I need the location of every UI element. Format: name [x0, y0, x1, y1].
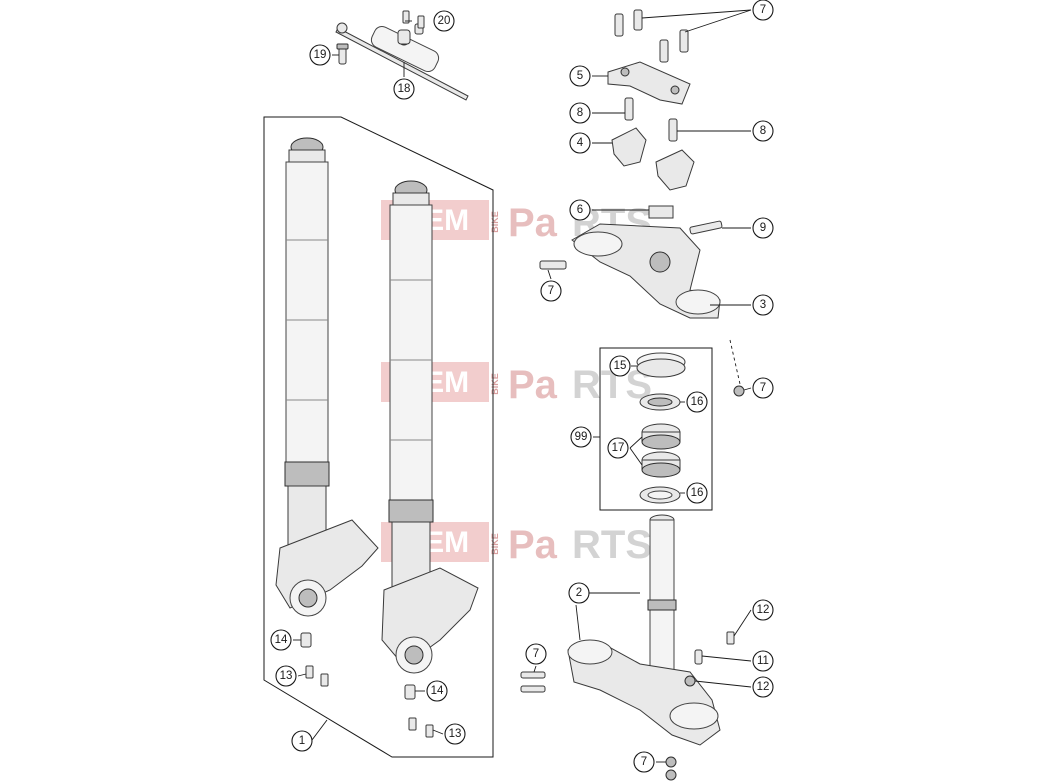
- clamp-bolts-7a: [614, 9, 689, 63]
- svg-text:5: 5: [577, 70, 583, 82]
- svg-text:7: 7: [533, 648, 539, 660]
- steering-damper: [335, 22, 469, 101]
- callout-5: 5: [569, 65, 591, 87]
- clamp-bolt-8b: [668, 118, 678, 142]
- handlebar-clamp-top-5: [607, 61, 691, 105]
- svg-text:BIKE: BIKE: [490, 211, 500, 233]
- bolt-12a: [726, 631, 735, 645]
- callout-9: 9: [752, 217, 774, 239]
- callout-7-bottom: 7: [633, 751, 655, 773]
- svg-text:15: 15: [614, 360, 627, 372]
- svg-text:17: 17: [612, 442, 625, 454]
- svg-text:12: 12: [757, 604, 770, 616]
- svg-text:99: 99: [575, 431, 588, 443]
- bearing-ring-16a: [639, 393, 681, 411]
- callout-16-lower: 16: [686, 482, 708, 504]
- callout-16-upper: 16: [686, 391, 708, 413]
- callout-12-upper: 12: [752, 599, 774, 621]
- callout-3: 3: [752, 294, 774, 316]
- svg-text:13: 13: [449, 728, 462, 740]
- svg-text:8: 8: [760, 125, 766, 137]
- svg-text:6: 6: [577, 204, 583, 216]
- svg-text:11: 11: [757, 655, 769, 667]
- svg-text:12: 12: [757, 681, 770, 693]
- svg-text:Pa: Pa: [508, 201, 558, 245]
- svg-text:Pa: Pa: [508, 523, 558, 567]
- nuts-7e: [665, 756, 677, 781]
- callout-17: 17: [607, 437, 629, 459]
- callout-19: 19: [309, 44, 331, 66]
- screws-13a: [305, 665, 329, 687]
- screws-13b: [408, 717, 434, 738]
- svg-text:7: 7: [641, 756, 647, 768]
- callout-15: 15: [609, 355, 631, 377]
- nut-12b: [684, 675, 696, 687]
- handlebar-clamp-bottom-4: [611, 127, 695, 191]
- bearing-kit-frame: [599, 347, 713, 511]
- callout-7-upper-clamp: 7: [540, 280, 562, 302]
- callout-12-lower: 12: [752, 676, 774, 698]
- svg-text:Pa: Pa: [508, 363, 558, 407]
- caliper-screw-14b: [404, 684, 416, 700]
- svg-text:16: 16: [691, 396, 704, 408]
- upper-triple-clamp-3: [571, 223, 721, 319]
- right-fork-leg: [381, 180, 479, 674]
- callout-18: 18: [393, 78, 415, 100]
- bearing-seal-15: [636, 352, 686, 378]
- svg-text:14: 14: [275, 634, 288, 646]
- left-fork-leg: [275, 137, 379, 617]
- bolt-7b: [539, 260, 567, 270]
- svg-text:16: 16: [691, 487, 704, 499]
- callout-1: 1: [291, 730, 313, 752]
- svg-text:13: 13: [280, 670, 293, 682]
- callout-13-right: 13: [444, 723, 466, 745]
- spacer-6: [648, 205, 674, 219]
- bolt-7c: [733, 385, 745, 397]
- clamp-bolt-8a: [624, 97, 634, 121]
- bearing-17a: [641, 423, 681, 450]
- callout-11: 11: [752, 650, 774, 672]
- callout-4: 4: [569, 132, 591, 154]
- svg-text:7: 7: [760, 382, 766, 394]
- svg-text:4: 4: [577, 137, 584, 149]
- svg-text:9: 9: [760, 222, 766, 234]
- callout-20: 20: [433, 10, 455, 32]
- svg-text:BIKE: BIKE: [490, 373, 500, 395]
- bolt-9: [689, 220, 723, 235]
- callout-8-left: 8: [569, 102, 591, 124]
- svg-text:2: 2: [576, 587, 582, 599]
- callout-2: 2: [568, 582, 590, 604]
- svg-text:20: 20: [438, 15, 451, 27]
- caliper-screw-14a: [300, 632, 312, 648]
- svg-text:8: 8: [577, 107, 583, 119]
- callout-14-left: 14: [270, 629, 292, 651]
- bolt-11: [694, 649, 703, 665]
- svg-text:BIKE: BIKE: [490, 533, 500, 555]
- lower-triple-clamp-steering-stem-2: [567, 514, 721, 746]
- svg-text:19: 19: [314, 49, 327, 61]
- callout-99: 99: [570, 426, 592, 448]
- svg-text:18: 18: [398, 83, 411, 95]
- callout-13-left: 13: [275, 665, 297, 687]
- callout-7-lower-left: 7: [525, 643, 547, 665]
- bearing-17b: [641, 451, 681, 478]
- damper-bolt-19: [336, 43, 349, 65]
- callout-6: 6: [569, 199, 591, 221]
- svg-text:3: 3: [760, 299, 766, 311]
- svg-text:RTS: RTS: [572, 523, 652, 567]
- callout-14-right: 14: [426, 680, 448, 702]
- callout-8-right: 8: [752, 120, 774, 142]
- fork-assembly-frame: [263, 116, 494, 758]
- bearing-ring-16b: [639, 486, 681, 504]
- svg-text:7: 7: [760, 4, 766, 16]
- svg-text:1: 1: [299, 735, 305, 747]
- damper-bolt-20: [402, 10, 425, 29]
- callout-7-top: 7: [752, 0, 774, 21]
- svg-text:14: 14: [431, 685, 444, 697]
- callout-7-pinch: 7: [752, 377, 774, 399]
- bolts-7d: [520, 671, 546, 693]
- svg-text:7: 7: [548, 285, 554, 297]
- leader-lines: [293, 9, 752, 763]
